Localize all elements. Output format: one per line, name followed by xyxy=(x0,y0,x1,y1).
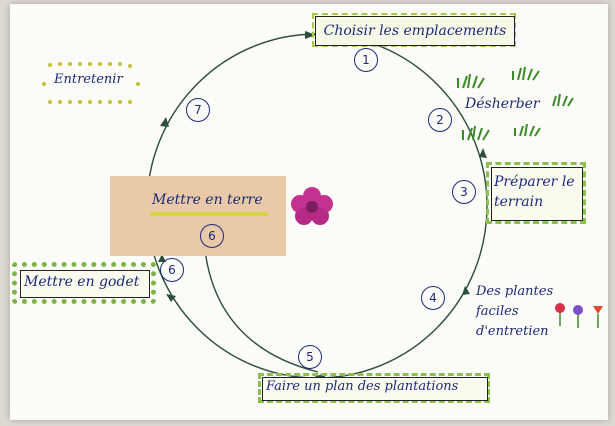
step-7-label: Entretenir xyxy=(54,72,123,87)
step-5-highlight xyxy=(258,373,490,403)
step-1-label: Choisir les emplacements xyxy=(315,16,515,46)
arrowhead-right-2 xyxy=(462,286,470,295)
arrowhead-right-1 xyxy=(479,148,487,158)
step-1-number: 1 xyxy=(354,48,378,72)
step-5-label: Faire un plan des plantations xyxy=(266,379,459,394)
pink-flower-icon xyxy=(291,187,333,225)
arrowhead-left-3 xyxy=(160,117,169,127)
step-1-highlight xyxy=(312,13,516,47)
step-5-box xyxy=(262,377,488,401)
step-4-number: 4 xyxy=(421,286,445,310)
mettre-en-terre-panel xyxy=(110,176,286,256)
center-arrow xyxy=(204,249,319,373)
arrowhead-left-1 xyxy=(166,294,176,302)
step-6-label: Mettre en godet xyxy=(24,274,140,290)
mettre-en-terre-label: Mettre en terre xyxy=(152,192,263,208)
small-flowers-icon xyxy=(555,303,603,328)
step-6-box xyxy=(20,270,150,298)
arrowhead-top xyxy=(305,31,316,39)
plant-marks-icon xyxy=(42,62,140,104)
mettre-en-terre-number: 6 xyxy=(200,224,224,248)
step-3-label: Préparer le terrain xyxy=(494,174,575,210)
step-4-label: Des plantes faciles d'entretien xyxy=(476,284,554,339)
mettre-en-terre-underline xyxy=(150,212,268,216)
step-3-box xyxy=(491,167,583,221)
step-6-highlight xyxy=(12,262,156,304)
grass-icon xyxy=(457,66,574,141)
step-3-highlight xyxy=(486,162,586,224)
step-3-number: 3 xyxy=(452,180,476,204)
step-2-number: 2 xyxy=(428,108,452,132)
step-5-number: 5 xyxy=(298,345,322,369)
step-2-label: Désherber xyxy=(465,96,540,112)
step-6-number: 6 xyxy=(160,258,184,282)
step-7-number: 7 xyxy=(186,98,210,122)
